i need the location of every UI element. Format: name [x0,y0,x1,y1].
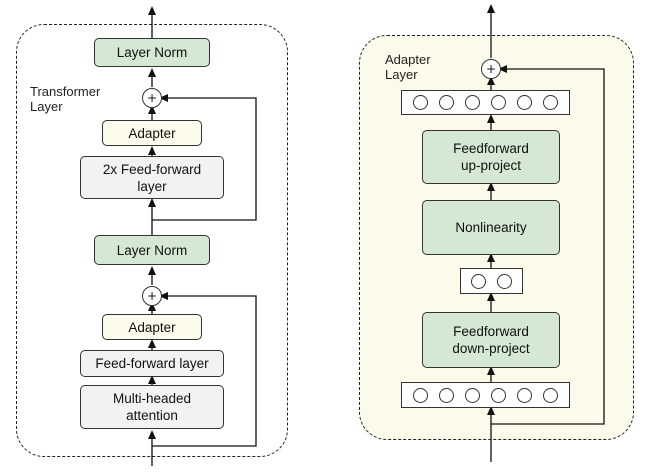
vector-unit-circle [471,273,487,289]
bottleneck-vector [460,268,523,294]
adapter-top: Adapter [102,120,202,146]
nonlinearity: Nonlinearity [422,200,560,255]
up-project-line2: up-project [460,158,522,173]
vector-unit-circle [439,387,454,403]
vector-unit-circle [491,95,506,110]
up-project-line1: Feedforward [453,141,529,156]
feed-forward-2x: 2x Feed-forward layer [80,156,224,199]
down-project-line1: Feedforward [453,324,529,339]
adapter-bottom: Adapter [102,314,202,340]
residual-top [152,94,257,221]
feedforward-down-project: Feedforward down-project [422,312,560,368]
down-project-line2: down-project [452,341,530,356]
vector-unit-circle [465,95,480,110]
vector-unit-circle [496,273,512,289]
feed-forward-2x-line1: 2x Feed-forward [102,161,202,177]
adapter-bottom-label: Adapter [128,319,176,335]
nonlinearity-label: Nonlinearity [455,220,527,235]
vector-unit-circle [413,387,428,403]
vector-unit-circle [517,95,532,110]
adapter-layer-caption-line2: Layer [385,67,418,82]
multi-headed-attention: Multi-headed attention [80,385,224,429]
adapter-skip [491,65,605,425]
vector-unit-circle [439,95,454,110]
layer-norm-top-label: Layer Norm [116,45,188,60]
layer-norm-bottom: Layer Norm [94,235,210,265]
output-vector [401,90,570,115]
input-vector [401,382,570,408]
transformer-layer-caption: Transformer [30,84,101,99]
plus-sign: + [485,62,497,76]
layer-norm-top: Layer Norm [94,38,210,67]
feed-forward-layer-label: Feed-forward layer [95,356,209,371]
attention-line1: Multi-headed [112,391,192,406]
plus-sign: + [146,289,158,303]
residual-bottom [152,292,257,447]
feedforward-up-project: Feedforward up-project [422,130,560,184]
adapter-layer-caption: Adapter [385,52,431,67]
adapter-top-label: Adapter [128,125,176,141]
layer-norm-bottom-label: Layer Norm [116,242,188,258]
residual-add-top: + [142,88,162,108]
plus-sign: + [146,91,158,105]
feed-forward-layer: Feed-forward layer [80,350,224,377]
vector-unit-circle [517,387,532,403]
residual-add-bottom: + [142,286,162,306]
vector-unit-circle [543,387,558,403]
transformer-layer-caption-line2: Layer [30,99,63,114]
adapter-residual-add: + [481,59,501,79]
feed-forward-2x-line2: layer [137,178,167,194]
vector-unit-circle [465,387,480,403]
attention-line2: attention [126,408,178,423]
vector-unit-circle [491,387,506,403]
vector-unit-circle [543,95,558,110]
vector-unit-circle [413,95,428,110]
